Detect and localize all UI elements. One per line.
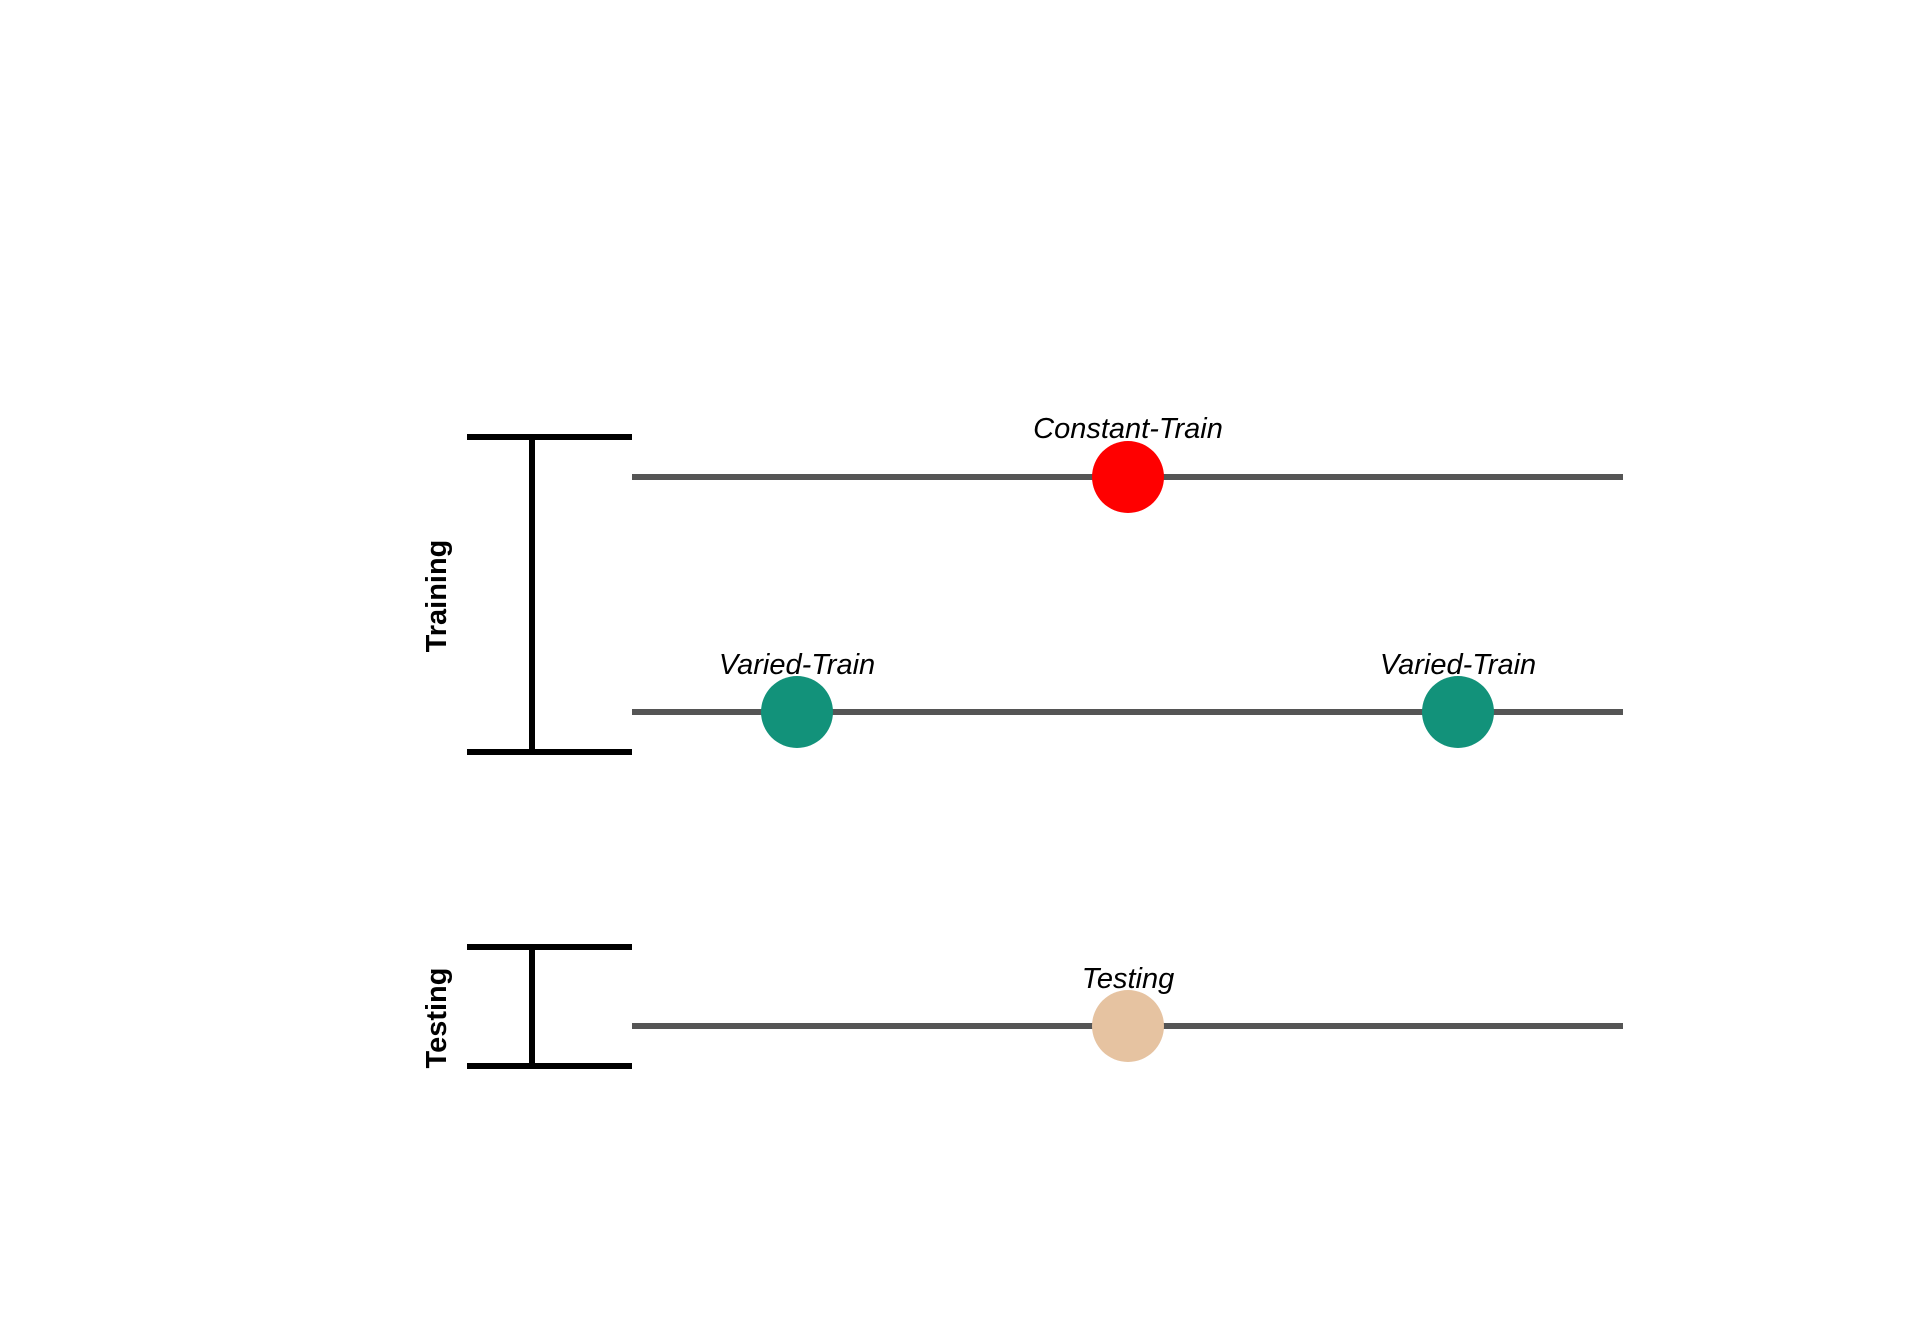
varied-train-marker-left [761,676,833,748]
testing-marker [1092,990,1164,1062]
constant-train-label: Constant-Train [1033,413,1223,445]
varied-train-label-right: Varied-Train [1380,649,1536,681]
varied-train-label-left: Varied-Train [719,649,875,681]
constant-train-marker [1092,441,1164,513]
training-bracket [467,434,632,755]
testing-marker-label: Testing [1082,963,1174,995]
testing-bracket [467,944,632,1069]
varied-train-marker-right [1422,676,1494,748]
testing-group-label: Testing [421,968,453,1069]
training-group-label: Training [421,540,453,653]
